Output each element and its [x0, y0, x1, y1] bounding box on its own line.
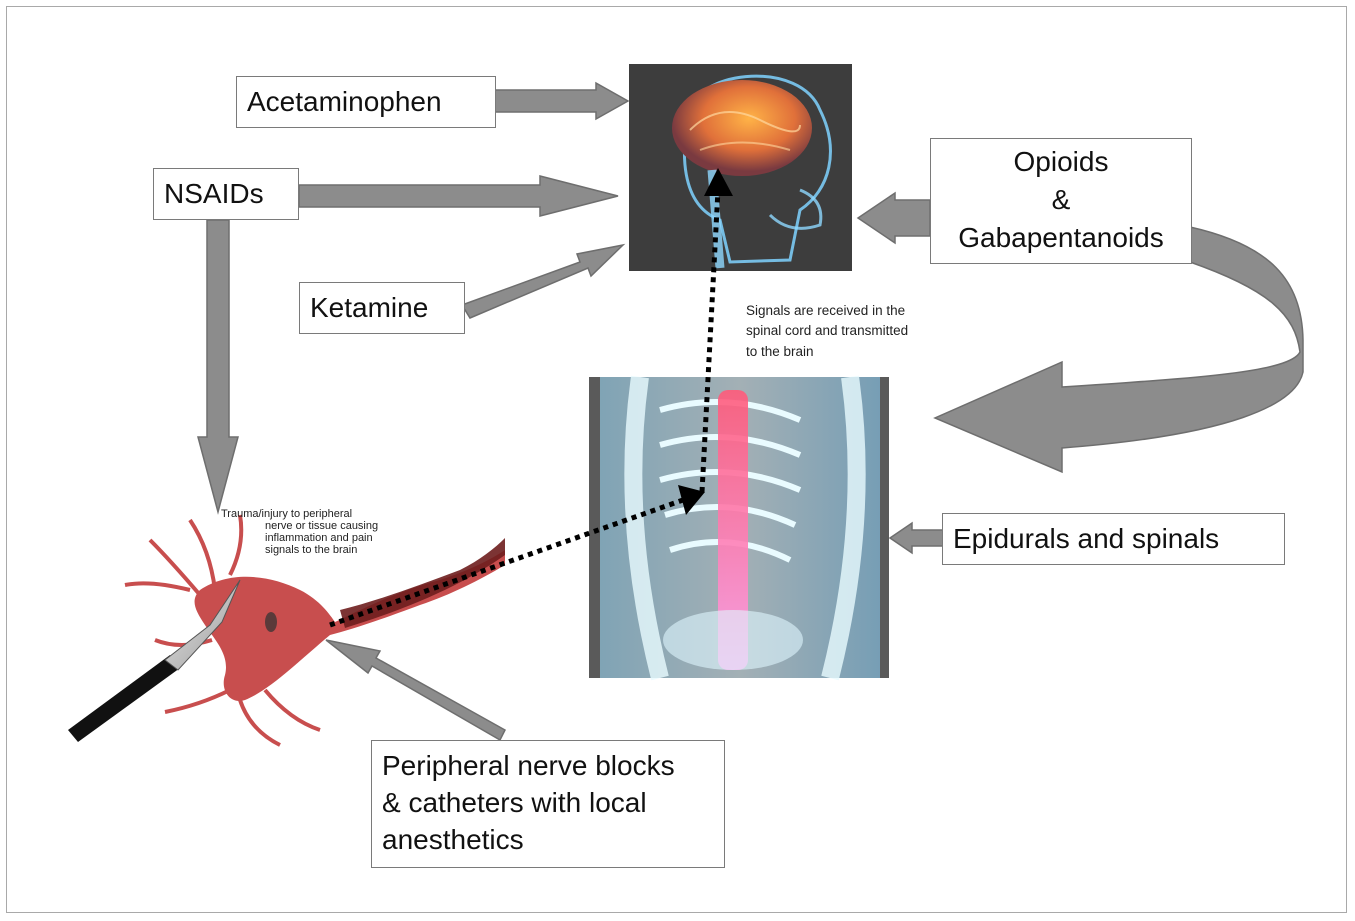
arrow-nsaids — [299, 176, 618, 216]
arrow-ketamine — [462, 245, 623, 318]
trauma-annotation-line-3: inflammation and pain — [221, 532, 378, 544]
spinal-annotation-line-3: to the brain — [746, 342, 908, 362]
nsaids-label: NSAIDs — [153, 168, 299, 220]
gabapentanoids-text: Gabapentanoids — [941, 219, 1181, 257]
arrow-opioids — [858, 193, 930, 243]
spinal-annotation-line-1: Signals are received in the — [746, 301, 908, 321]
peripheral-line-1: Peripheral nerve blocks — [382, 747, 714, 784]
ketamine-label: Ketamine — [299, 282, 465, 334]
peripheral-line-2: & catheters with local — [382, 784, 714, 821]
brain-image — [629, 64, 852, 271]
arrow-epidurals — [890, 523, 943, 553]
trauma-annotation: Trauma/injury to peripheral nerve or tis… — [221, 508, 378, 556]
trauma-annotation-line-2: nerve or tissue causing — [221, 520, 378, 532]
peripheral-line-3: anesthetics — [382, 821, 714, 858]
spine-image — [589, 377, 889, 678]
spinal-annotation: Signals are received in the spinal cord … — [746, 301, 908, 362]
opioids-label-box: Opioids & Gabapentanoids — [930, 138, 1192, 264]
arrow-acetaminophen — [495, 83, 628, 119]
ampersand-text: & — [941, 181, 1181, 219]
arrow-peripheral — [326, 640, 505, 740]
peripheral-label-box: Peripheral nerve blocks & catheters with… — [371, 740, 725, 868]
epidurals-label: Epidurals and spinals — [942, 513, 1285, 565]
spinal-annotation-line-2: spinal cord and transmitted — [746, 321, 908, 341]
arrow-nsaids-down — [198, 220, 238, 512]
trauma-annotation-line-4: signals to the brain — [221, 544, 378, 556]
opioids-text: Opioids — [941, 143, 1181, 181]
trauma-annotation-line-1: Trauma/injury to peripheral — [221, 508, 378, 520]
acetaminophen-label: Acetaminophen — [236, 76, 496, 128]
